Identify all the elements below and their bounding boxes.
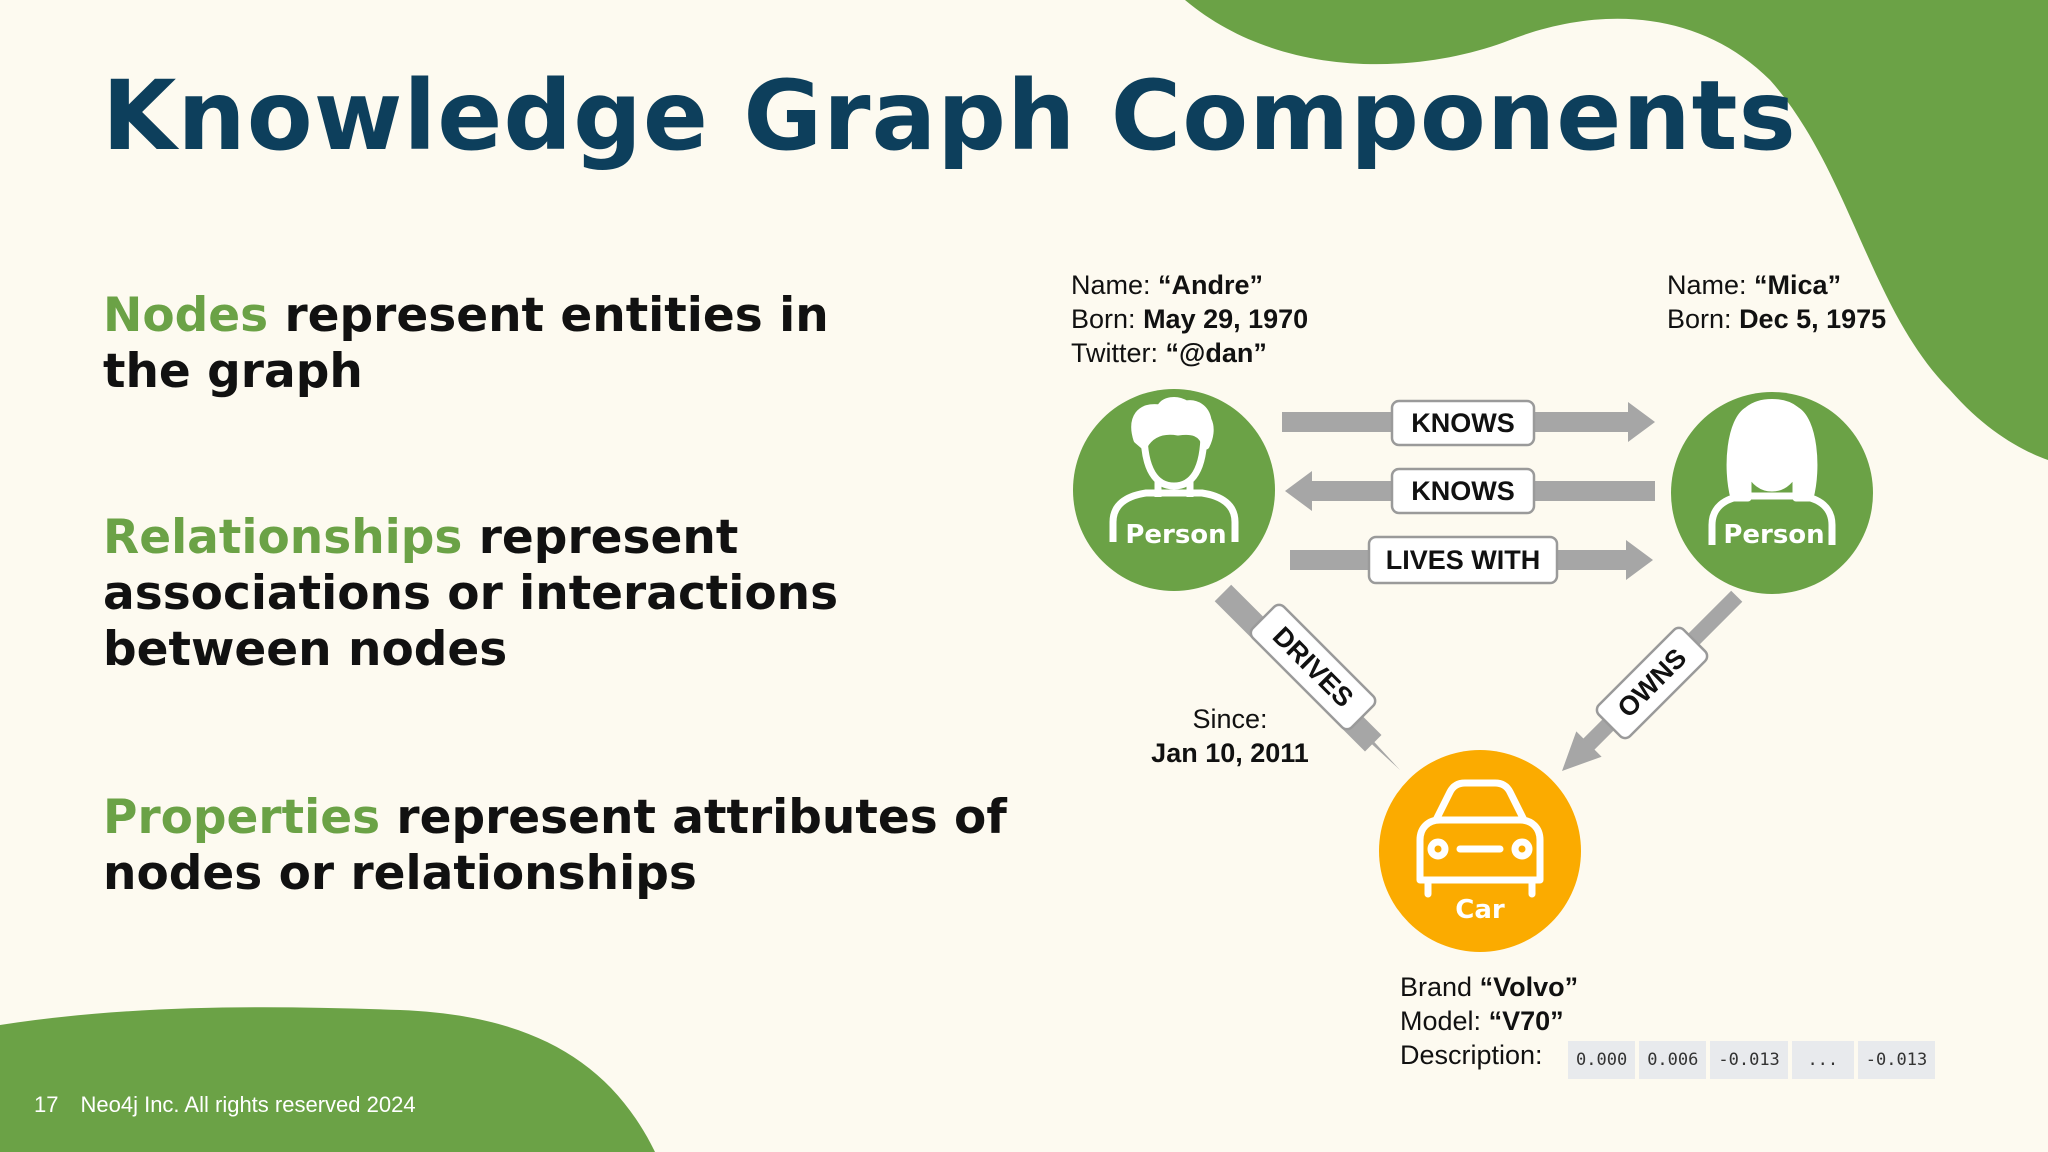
vector-cell: 0.006 — [1639, 1041, 1707, 1079]
prop-line: Born: Dec 5, 1975 — [1667, 302, 1886, 336]
prop-key: Twitter: — [1071, 338, 1159, 368]
rel-label-text: KNOWS — [1411, 408, 1515, 438]
prop-line: Name: “Andre” — [1071, 268, 1308, 302]
rel-label-text: KNOWS — [1411, 476, 1515, 506]
props-drives: Since: Jan 10, 2011 — [1130, 702, 1330, 770]
prop-key: Since: — [1192, 704, 1268, 734]
prop-value: May 29, 1970 — [1143, 304, 1309, 334]
prop-line: Twitter: “@dan” — [1071, 336, 1308, 370]
prop-value: “Mica” — [1754, 270, 1842, 300]
description-vector: 0.000 0.006 -0.013 ... -0.013 — [1568, 1041, 1936, 1079]
prop-key: Born: — [1667, 304, 1732, 334]
bullet-text: represent associations or interactions b… — [103, 510, 839, 677]
male-person-icon — [1109, 397, 1239, 542]
bullet-term: Nodes — [103, 288, 269, 343]
prop-key: Description: — [1400, 1040, 1543, 1070]
prop-line: Brand “Volvo” — [1400, 970, 1578, 1004]
prop-value: “@dan” — [1165, 338, 1267, 368]
bullet-text: represent attributes of nodes or relatio… — [103, 790, 1007, 901]
props-andre: Name: “Andre” Born: May 29, 1970 Twitter… — [1071, 268, 1308, 370]
rel-label-knows-2: KNOWS — [1390, 467, 1536, 515]
top-right-green-blob — [1185, 0, 2048, 460]
rel-label-text: LIVES WITH — [1386, 545, 1541, 575]
node-label: Person — [1125, 520, 1226, 550]
rel-label-owns: OWNS — [1595, 626, 1709, 740]
prop-key: Name: — [1667, 270, 1747, 300]
copyright-text: Neo4j Inc. All rights reserved 2024 — [80, 1092, 416, 1117]
prop-value: Dec 5, 1975 — [1739, 304, 1887, 334]
rel-label-lives-with: LIVES WITH — [1367, 535, 1559, 585]
bullet-relationships: Relationships represent associations or … — [103, 510, 883, 678]
vector-cell: -0.013 — [1857, 1041, 1936, 1079]
prop-value: “V70” — [1488, 1006, 1564, 1036]
props-mica: Name: “Mica” Born: Dec 5, 1975 — [1667, 268, 1886, 336]
prop-value: “Andre” — [1158, 270, 1264, 300]
bullet-nodes: Nodes represent entities in the graph — [103, 288, 923, 400]
node-label: Car — [1455, 895, 1505, 925]
props-car: Brand “Volvo” Model: “V70” Description: — [1400, 970, 1578, 1072]
car-icon — [1416, 779, 1544, 898]
page-number: 17 — [34, 1092, 59, 1117]
prop-value: Jan 10, 2011 — [1151, 738, 1309, 768]
prop-line: Born: May 29, 1970 — [1071, 302, 1308, 336]
bullet-properties: Properties represent attributes of nodes… — [103, 790, 1023, 902]
rel-label-knows-1: KNOWS — [1390, 399, 1536, 447]
bullet-text: represent entities in the graph — [103, 288, 829, 399]
footer: 17 Neo4j Inc. All rights reserved 2024 — [34, 1092, 416, 1118]
prop-key: Name: — [1071, 270, 1151, 300]
node-label: Person — [1723, 520, 1824, 550]
female-person-icon — [1708, 399, 1836, 545]
page-title: Knowledge Graph Components — [102, 60, 1797, 172]
vector-cell: ... — [1791, 1041, 1854, 1079]
bullet-term: Relationships — [103, 510, 463, 565]
bottom-left-green-blob — [0, 1007, 655, 1152]
prop-key: Brand — [1400, 972, 1473, 1002]
prop-line: Name: “Mica” — [1667, 268, 1886, 302]
node-person-right: Person — [1671, 392, 1873, 594]
vector-cell: 0.000 — [1568, 1041, 1636, 1079]
prop-key: Model: — [1400, 1006, 1482, 1036]
prop-line: Model: “V70” — [1400, 1004, 1578, 1038]
prop-value: “Volvo” — [1479, 972, 1579, 1002]
bullet-term: Properties — [103, 790, 381, 845]
prop-line: Description: — [1400, 1038, 1578, 1072]
vector-cell: -0.013 — [1710, 1041, 1788, 1079]
node-person-left: Person — [1073, 389, 1275, 591]
prop-key: Born: — [1071, 304, 1136, 334]
node-car: Car — [1379, 750, 1581, 952]
